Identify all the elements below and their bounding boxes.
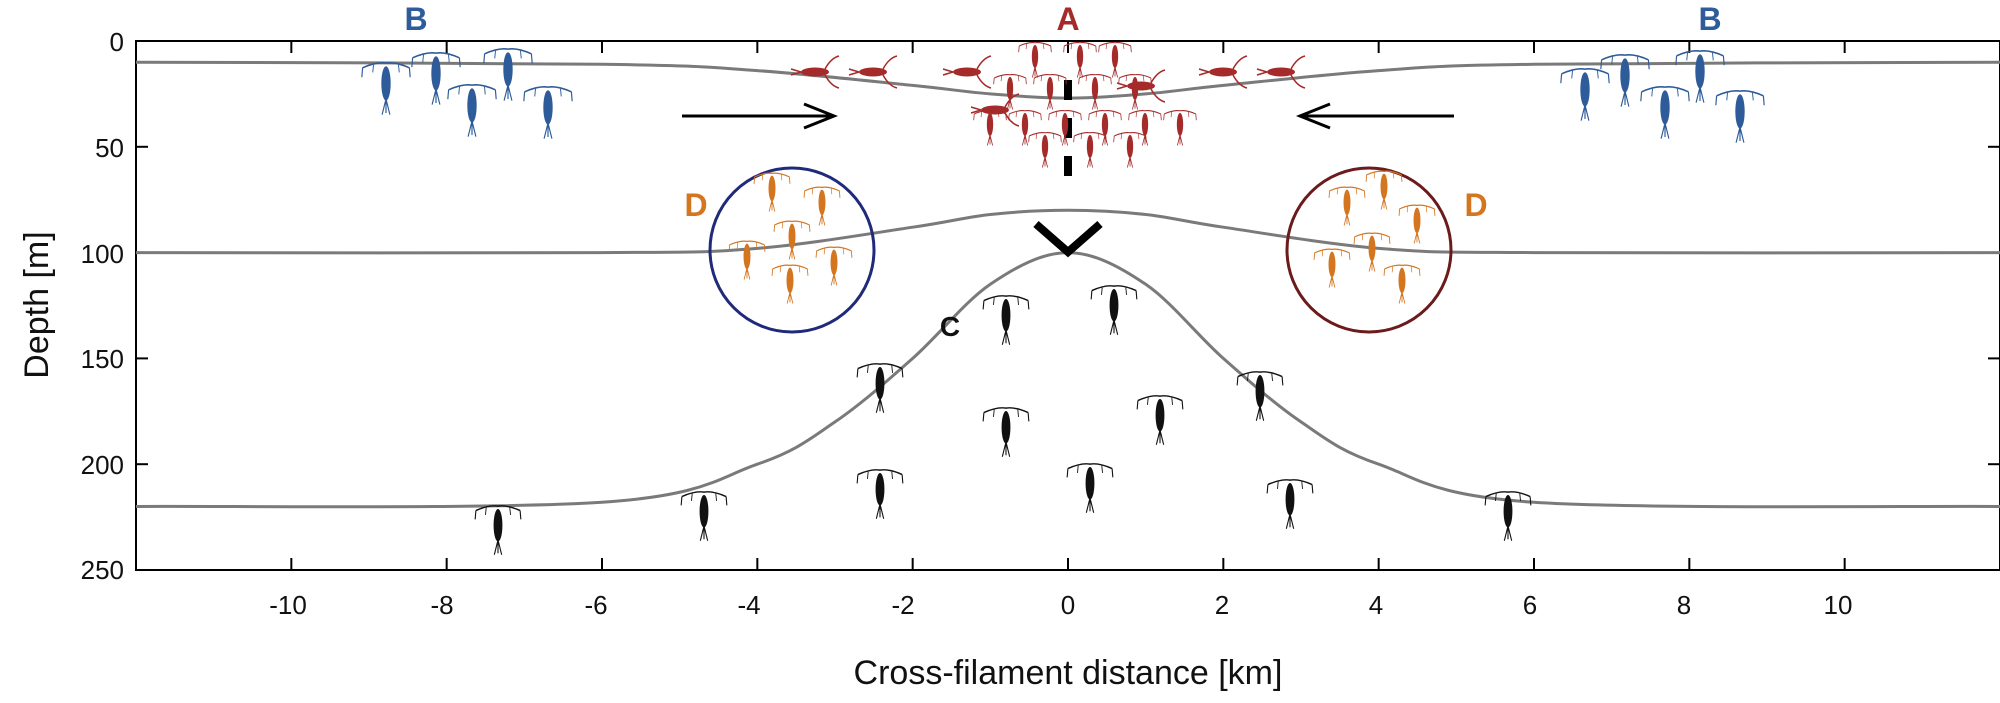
x-tick-label: 6	[1523, 590, 1537, 620]
x-tick-label: -8	[430, 590, 453, 620]
y-tick-label: 200	[81, 450, 124, 480]
x-tick-label: 2	[1215, 590, 1229, 620]
label-b-left: B	[404, 1, 427, 37]
x-tick-label: 8	[1677, 590, 1691, 620]
right-group-d-circle	[1285, 166, 1453, 334]
label-c: C	[940, 311, 960, 342]
y-tick-label: 50	[95, 133, 124, 163]
y-tick-label: 150	[81, 344, 124, 374]
label-d-left: D	[684, 187, 707, 223]
isopycnal-line-2	[135, 208, 2000, 255]
x-axis-title: Cross-filament distance [km]	[854, 654, 1283, 692]
x-tick-labels: -10 -8 -6 -4 -2 0 2 4 6 8 10	[269, 590, 1852, 620]
left-pointing-arrow	[1295, 102, 1454, 130]
x-tick-label: 10	[1824, 590, 1853, 620]
label-a: A	[1056, 1, 1079, 37]
x-tick-label: -4	[737, 590, 760, 620]
left-group-d-circle	[708, 166, 876, 334]
tick-marks	[136, 40, 2000, 571]
x-tick-label: -10	[269, 590, 307, 620]
y-tick-label: 0	[110, 27, 124, 57]
y-tick-label: 100	[81, 239, 124, 269]
convergence-arrows	[682, 80, 1454, 258]
right-pointing-arrow	[682, 102, 839, 130]
label-d-right: D	[1464, 187, 1487, 223]
x-tick-label: -6	[584, 590, 607, 620]
x-tick-label: -2	[891, 590, 914, 620]
x-tick-label: 0	[1061, 590, 1075, 620]
x-tick-label: 4	[1369, 590, 1383, 620]
y-tick-label: 250	[81, 555, 124, 585]
y-axis-title: Depth [m]	[18, 231, 56, 378]
downward-arrowhead-icon	[1033, 220, 1103, 258]
y-tick-labels: 0 50 100 150 200 250	[81, 27, 124, 585]
label-b-right: B	[1698, 1, 1721, 37]
